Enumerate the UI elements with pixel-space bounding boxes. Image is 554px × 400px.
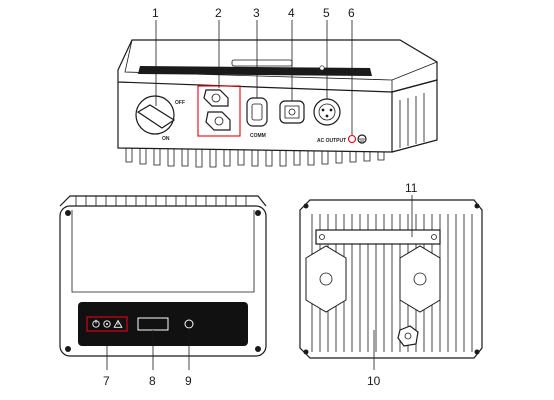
callout-numbers: 1 2 3 4 5 6 7 8 9 10 11: [103, 6, 418, 388]
comm-label: COMM: [250, 133, 266, 139]
comm-port: COMM: [246, 97, 268, 139]
callout-2: 2: [215, 6, 222, 20]
ac-output-label: AC OUTPUT: [317, 138, 346, 144]
bottom-fins: [125, 148, 385, 168]
port-4: [279, 100, 305, 124]
front-view: [59, 195, 267, 357]
bottom-view: ON OFF COMM A: [117, 39, 438, 168]
callout-6: 6: [348, 6, 355, 20]
leader-lines: [106, 20, 413, 370]
callout-4: 4: [288, 6, 295, 20]
dc-input-connectors: [197, 85, 241, 137]
dc-switch: ON OFF: [135, 95, 185, 142]
switch-off-label: OFF: [175, 100, 185, 106]
callout-1: 1: [152, 6, 159, 20]
rear-view: [299, 199, 483, 359]
switch-on-label: ON: [162, 136, 170, 142]
mounting-bracket: [315, 229, 441, 245]
callout-7: 7: [103, 374, 110, 388]
lock-point: [397, 325, 419, 347]
callout-8: 8: [149, 374, 156, 388]
warning-icon: [113, 319, 123, 328]
callout-3: 3: [253, 6, 260, 20]
callout-5: 5: [323, 6, 330, 20]
ground-terminal: [347, 134, 367, 144]
ac-output-connector: AC OUTPUT: [313, 98, 346, 144]
callout-9: 9: [185, 374, 192, 388]
callout-10: 10: [367, 374, 381, 388]
power-icon: [92, 319, 100, 328]
indicator-lights: [86, 316, 128, 332]
callout-11: 11: [405, 181, 418, 195]
communication-icon: [103, 320, 111, 328]
